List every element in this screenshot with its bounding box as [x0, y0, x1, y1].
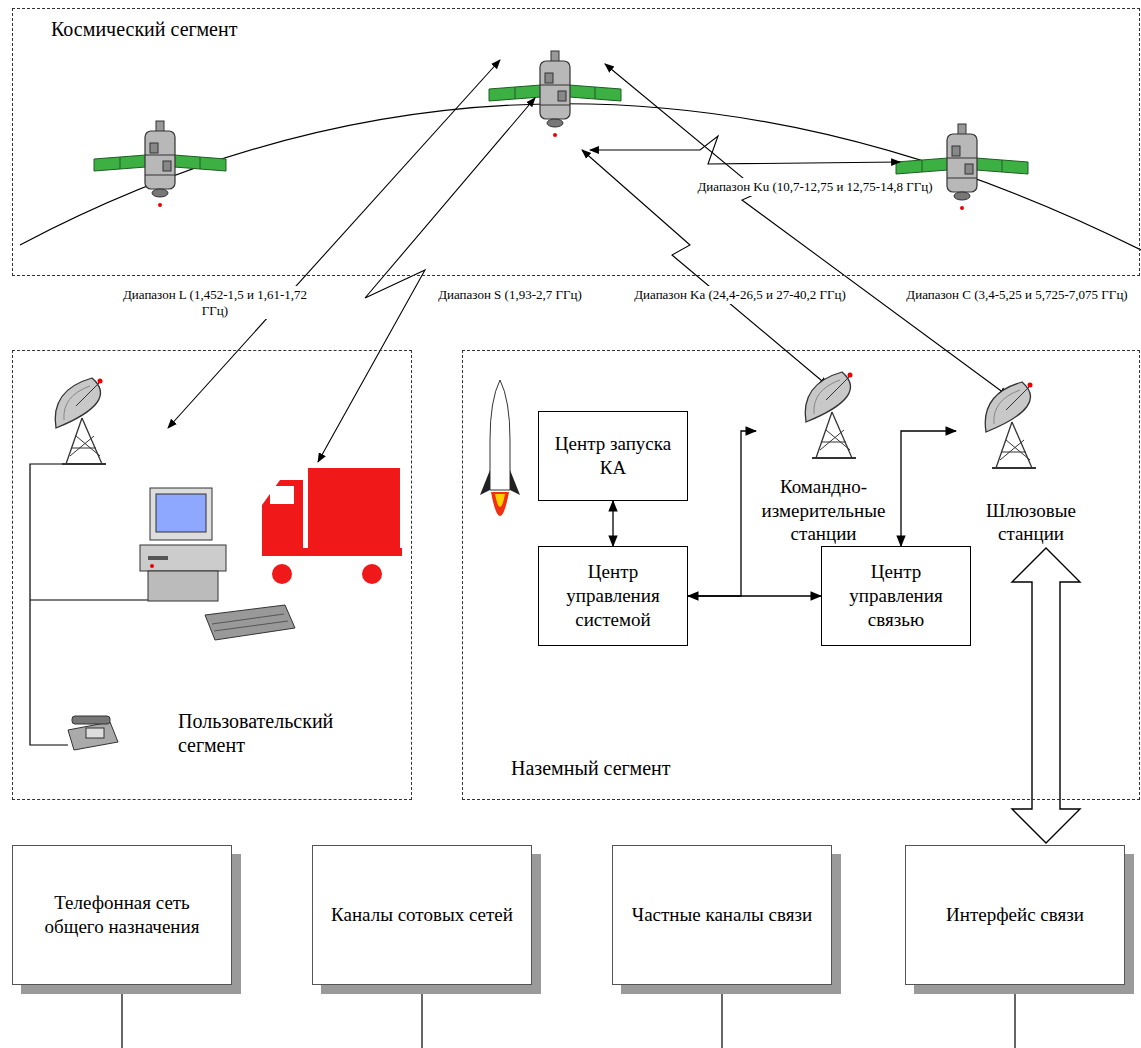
- node-label: Центр запуска КА: [547, 432, 679, 480]
- network-box: Интерфейс связи: [905, 845, 1125, 985]
- satellite: [896, 124, 1028, 210]
- connector: [901, 431, 956, 546]
- dish-antenna: [985, 382, 1036, 468]
- node-label: Центр управления системой: [547, 560, 679, 631]
- segment-title: Пользовательский сегмент: [178, 709, 403, 757]
- network-box: Телефонная сеть общего назначения: [12, 845, 232, 985]
- station-node: Командно-измерительные станции: [756, 381, 891, 546]
- band-label: Диапазон Ka (24,4-26,5 и 27-40,2 ГГц): [625, 286, 855, 304]
- connector: [612, 501, 613, 546]
- orbit-arc: [20, 104, 1141, 250]
- satellite: [489, 51, 621, 137]
- network-box: Частные каналы связи: [612, 845, 832, 985]
- segment-title: Космический сегмент: [51, 17, 371, 41]
- node-label: Центр управления связью: [830, 560, 962, 631]
- radio-link: [605, 64, 1008, 396]
- process-box: Центр управления связью: [821, 546, 971, 646]
- hollow-arrow: [1012, 548, 1080, 843]
- band-label: Диапазон S (1,93-2,7 ГГц): [425, 286, 595, 304]
- band-label: Диапазон C (3,4-5,25 и 5,725-7,075 ГГц): [898, 286, 1136, 304]
- dish-antenna: [805, 372, 856, 458]
- node-label: Интерфейс связи: [946, 903, 1084, 927]
- band-label: Диапазон Ku (10,7-12,75 и 12,75-14,8 ГГц…: [690, 178, 940, 196]
- network-box: Каналы сотовых сетей: [312, 845, 532, 985]
- node-label: Шлюзовые станции: [956, 499, 1106, 547]
- network-wire: [421, 994, 422, 1048]
- node-label: Командно-измерительные станции: [756, 475, 891, 546]
- node-label: Каналы сотовых сетей: [331, 903, 513, 927]
- node-label: Телефонная сеть общего назначения: [23, 891, 221, 939]
- segment-region: Космический сегмент: [12, 8, 1140, 276]
- process-box: Центр управления системой: [538, 546, 688, 646]
- connector: [688, 431, 756, 596]
- band-label: Диапазон L (1,452-1,5 и 1,61-1,72 ГГц): [110, 286, 320, 319]
- station-node: Шлюзовые станции: [956, 381, 1106, 546]
- node-label: Частные каналы связи: [632, 903, 812, 927]
- segment-title: Наземный сегмент: [511, 756, 771, 780]
- phone-icon: [68, 716, 118, 750]
- user-wires: [30, 464, 150, 745]
- dish-antenna: [55, 378, 106, 464]
- network-wire: [121, 994, 122, 1048]
- rocket-icon: [480, 380, 520, 516]
- segment-region: Пользовательский сегмент: [12, 350, 412, 800]
- satellite: [94, 121, 226, 207]
- process-box: Центр запуска КА: [538, 411, 688, 501]
- truck-icon: [262, 468, 402, 585]
- network-wire: [1014, 994, 1015, 1048]
- radio-link: [168, 60, 500, 428]
- network-wire: [721, 994, 722, 1048]
- segment-region: Наземный сегмент Центр запуска КА Центр уп…: [462, 350, 1140, 800]
- radio-link: [590, 136, 900, 164]
